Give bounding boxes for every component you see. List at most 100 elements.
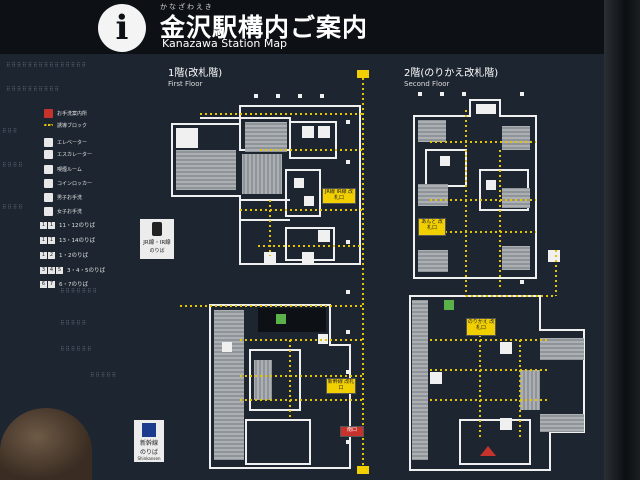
info-desk-icon xyxy=(44,108,53,118)
legend-item: 女子お手洗 xyxy=(44,206,82,216)
braille-strip: ⠿⠿⠿⠿⠿ xyxy=(90,372,117,379)
platform-number: 1 xyxy=(40,236,47,244)
platform-label: 3・4・5のりば xyxy=(67,268,105,274)
elevator-icon xyxy=(302,126,314,138)
mens-toilet-icon xyxy=(44,192,53,202)
train-icon xyxy=(152,222,162,236)
route-end-marker xyxy=(357,70,369,78)
page-title: 金沢駅構内ご案内 xyxy=(160,13,369,42)
legend-item: エスカレーター xyxy=(44,149,92,159)
green-exit-icon xyxy=(444,300,454,310)
board-frame xyxy=(604,0,640,480)
escalator-icon xyxy=(304,196,314,206)
route-markers xyxy=(254,92,524,444)
jr-gate-sign: JR線 IR線 改札口 xyxy=(322,188,356,204)
platform-hatch xyxy=(502,246,530,270)
foreground-person-hair xyxy=(0,408,92,480)
shin-sign-line3: Shinkansen xyxy=(137,456,161,461)
braille-strip: ⠿⠿⠿⠿ xyxy=(2,162,24,169)
platform-number: 1 xyxy=(40,251,47,259)
toilet-icon xyxy=(476,104,486,114)
toilet-icon xyxy=(486,104,496,114)
platform-hatch xyxy=(176,150,236,190)
platform-number: 3 xyxy=(40,266,47,274)
shin-sign-line1: 新幹線 xyxy=(139,440,158,447)
title-ruby: かなざわえき xyxy=(160,3,214,11)
escalator-icon xyxy=(500,418,512,430)
platform-number: 1 xyxy=(48,236,55,244)
platform-hatch xyxy=(418,120,446,142)
map-header: i かなざわえき 金沢駅構内ご案内 Kanazawa Station Map xyxy=(0,0,604,54)
platform-hatch xyxy=(502,188,530,208)
south-arrow-icon xyxy=(480,446,496,456)
jr-sign-line1: JR線・IR線 xyxy=(143,240,171,246)
page-subtitle: Kanazawa Station Map xyxy=(162,37,288,50)
platform-hatch xyxy=(245,122,287,152)
floor-plan-drawing xyxy=(171,70,585,474)
elevator-icon xyxy=(430,372,442,384)
braille-strip: ⠿⠿⠿⠿⠿ xyxy=(60,320,87,327)
smoking-room-icon xyxy=(44,164,53,174)
locker-icon xyxy=(302,252,314,264)
jr-platform-sign: JR線・IR線 のりば xyxy=(140,219,174,259)
tactile-block-icon xyxy=(44,124,53,126)
locker-icon xyxy=(440,156,450,166)
platform-hatch xyxy=(540,414,584,432)
concourse-block xyxy=(258,308,326,332)
first-floor-label: 1階(改札階) First Floor xyxy=(168,68,222,90)
first-floor-en: First Floor xyxy=(168,80,203,88)
legend-item: 喫煙ルーム xyxy=(44,164,82,174)
platform-hatch xyxy=(540,338,584,360)
info-icon: i xyxy=(98,4,146,52)
elevator-icon xyxy=(294,178,304,188)
legend-item: 誘導ブロック xyxy=(44,120,87,130)
platform-number: 6 xyxy=(40,280,47,288)
elevator-icon xyxy=(318,334,328,344)
shinkansen-icon xyxy=(142,423,156,437)
platform-number: 7 xyxy=(48,280,55,288)
platform-number: 4 xyxy=(48,266,55,274)
elevator-icon xyxy=(486,180,496,190)
second-floor-ja: 2階(のりかえ改札階) xyxy=(404,68,499,79)
route-end-marker xyxy=(357,466,369,474)
toilet-block xyxy=(176,128,198,148)
legend-item: 男子お手洗 xyxy=(44,192,82,202)
platform-hatch xyxy=(242,154,282,194)
platform-label: 1・2のりば xyxy=(59,253,88,259)
escalator-icon xyxy=(318,126,330,138)
legend-item: エレベーター xyxy=(44,137,87,147)
braille-strip: ⠿⠿⠿⠿ xyxy=(2,204,24,211)
braille-strip: ⠿⠿⠿⠿⠿⠿ xyxy=(60,346,93,353)
anto-gate-sign: あんと 改札口 xyxy=(418,218,446,236)
legend-item: コインロッカー xyxy=(44,178,92,188)
elevator-icon xyxy=(264,252,276,264)
platform-hatch xyxy=(502,126,530,150)
platform-hatch xyxy=(412,300,428,460)
platform-hatch xyxy=(418,250,448,272)
locker-icon xyxy=(222,342,232,352)
elevator-icon xyxy=(44,137,53,147)
locker-icon xyxy=(500,342,512,354)
first-floor-ja: 1階(改札階) xyxy=(168,68,223,79)
legend-item: お手洗案内所 xyxy=(44,108,87,118)
second-floor-label: 2階(のりかえ改札階) Second Floor xyxy=(404,68,498,90)
platform-label: 11・12のりば xyxy=(59,223,95,229)
escalator-icon xyxy=(548,250,560,262)
platform-number: 2 xyxy=(48,251,55,259)
tactile-route-lines xyxy=(180,78,557,468)
coin-locker-icon xyxy=(44,178,53,188)
braille-strip: ⠿⠿⠿ xyxy=(2,128,19,135)
transfer-gate-sign: のりかえ 改札口 xyxy=(466,318,496,336)
womens-toilet-icon xyxy=(44,206,53,216)
south-exit-sign: 南口 xyxy=(340,426,364,437)
shinkansen-gate-sign: 新幹線 改札口 xyxy=(326,378,356,394)
green-exit-icon xyxy=(276,314,286,324)
platform-label: 6・7のりば xyxy=(59,282,88,288)
platform-number: 5 xyxy=(56,266,63,274)
escalator-icon xyxy=(318,230,330,242)
escalator-hatch xyxy=(520,370,540,410)
braille-strip: ⠿⠿⠿⠿⠿⠿⠿ xyxy=(60,288,98,295)
escalator-icon xyxy=(44,149,53,159)
